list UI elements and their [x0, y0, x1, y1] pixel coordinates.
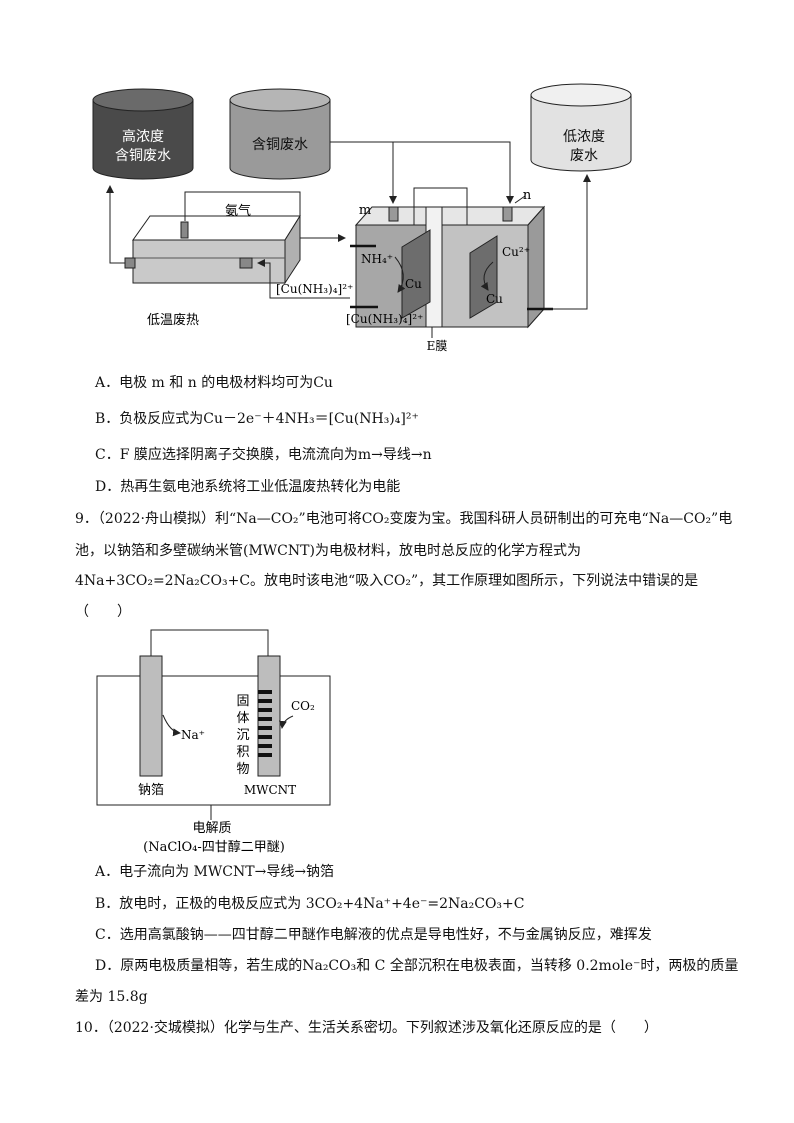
q9-option-a: A．电子流向为 MWCNT→导线→钠箔	[95, 864, 335, 880]
solid-deposit-char-2: 体	[236, 711, 249, 726]
tank-low-concentration	[530, 83, 632, 172]
electrode-m-label: m	[359, 203, 371, 218]
electrolyte-detail-label: (NaClO₄-四甘醇二甲醚)	[143, 839, 285, 855]
cu2-label: Cu²⁺	[502, 245, 530, 259]
q8-option-c: C．F 膜应选择阴离子交换膜，电流流向为m→导线→n	[95, 447, 432, 463]
tank-copper-wastewater	[229, 88, 331, 180]
q8-option-b: B．负极反应式为Cu－2e⁻＋4NH₃＝[Cu(NH₃)₄]²⁺	[95, 411, 419, 427]
complex-bottom-label: [Cu(NH₃)₄]²⁺	[346, 312, 423, 326]
membrane-label: E膜	[427, 339, 448, 353]
low-heat-label: 低温废热	[147, 312, 199, 328]
q9-line-1: 9．（2022·舟山模拟）利“Na—CO₂”电池可将CO₂变废为宝。我国科研人员…	[75, 511, 733, 527]
q9-option-d-line-1: D．原两电极质量相等，若生成的Na₂CO₃和 C 全部沉积在电极表面，当转移 0…	[95, 958, 739, 974]
cu-left-label: Cu	[405, 277, 422, 291]
electrolytic-cell	[350, 205, 553, 338]
solid-deposit-bars	[258, 690, 272, 757]
tank-high-concentration	[92, 88, 194, 180]
q10-line-1: 10．（2022·交城模拟）化学与生产、生活关系密切。下列叙述涉及氧化还原反应的…	[75, 1020, 658, 1036]
q9-line-4: （ ）	[75, 604, 131, 620]
q9-option-d-line-2: 差为 15.8g	[75, 989, 148, 1005]
q9-option-b: B．放电时，正极的电极反应式为 3CO₂+4Na⁺+4e⁻=2Na₂CO₃+C	[95, 896, 525, 912]
electrode-n-label: n	[523, 188, 532, 203]
cu-right-label: Cu	[486, 292, 503, 306]
q8-option-d: D．热再生氨电池系统将工业低温废热转化为电能	[95, 479, 401, 495]
ammonia-label: 氨气	[225, 203, 251, 219]
q9-line-3: 4Na+3CO₂=2Na₂CO₃+C。放电时该电池“吸入CO₂”，其工作原理如图…	[75, 573, 699, 589]
q8-option-a: A．电极 m 和 n 的电极材料均可为Cu	[95, 375, 333, 391]
nh4-label: NH₄⁺	[361, 252, 393, 266]
tank-mid-label: 含铜废水	[252, 137, 308, 153]
solid-deposit-char-4: 积	[236, 745, 249, 760]
q9-option-c: C．选用高氯酸钠——四甘醇二甲醚作电解液的优点是导电性好，不与金属钠反应，难挥发	[95, 927, 652, 943]
mwcnt-label: MWCNT	[244, 783, 296, 797]
electrolyte-label: 电解质	[192, 821, 231, 836]
mwcnt-electrode	[257, 655, 281, 777]
tank-low-label-2: 废水	[570, 148, 598, 164]
figure-na-co2-battery: 固 体 沉 积 物 CO₂ Na⁺ 钠箔 MWCNT 电解质 (NaClO₄-四…	[96, 629, 331, 855]
figure-thermal-ammonia-battery: 高浓度 含铜废水 含铜废水 低浓度 废水 氨气 低温废热	[92, 83, 632, 353]
sodium-foil-label: 钠箔	[138, 782, 164, 798]
heat-regeneration-tray	[124, 214, 301, 285]
solid-deposit-char-3: 沉	[236, 728, 249, 743]
tank-high-label-1: 高浓度	[122, 128, 164, 145]
complex-left-label: [Cu(NH₃)₄]²⁺	[276, 282, 353, 296]
tank-high-label-2: 含铜废水	[115, 148, 171, 164]
solid-deposit-char-5: 物	[236, 762, 249, 777]
q9-line-2: 池，以钠箔和多壁碳纳米管(MWCNT)为电极材料，放电时总反应的化学方程式为	[75, 543, 581, 559]
sodium-foil-electrode	[139, 655, 163, 777]
co2-label: CO₂	[291, 699, 315, 713]
solid-deposit-char-1: 固	[236, 694, 249, 709]
na-ion-label: Na⁺	[181, 728, 205, 742]
tank-low-label-1: 低浓度	[563, 129, 605, 145]
